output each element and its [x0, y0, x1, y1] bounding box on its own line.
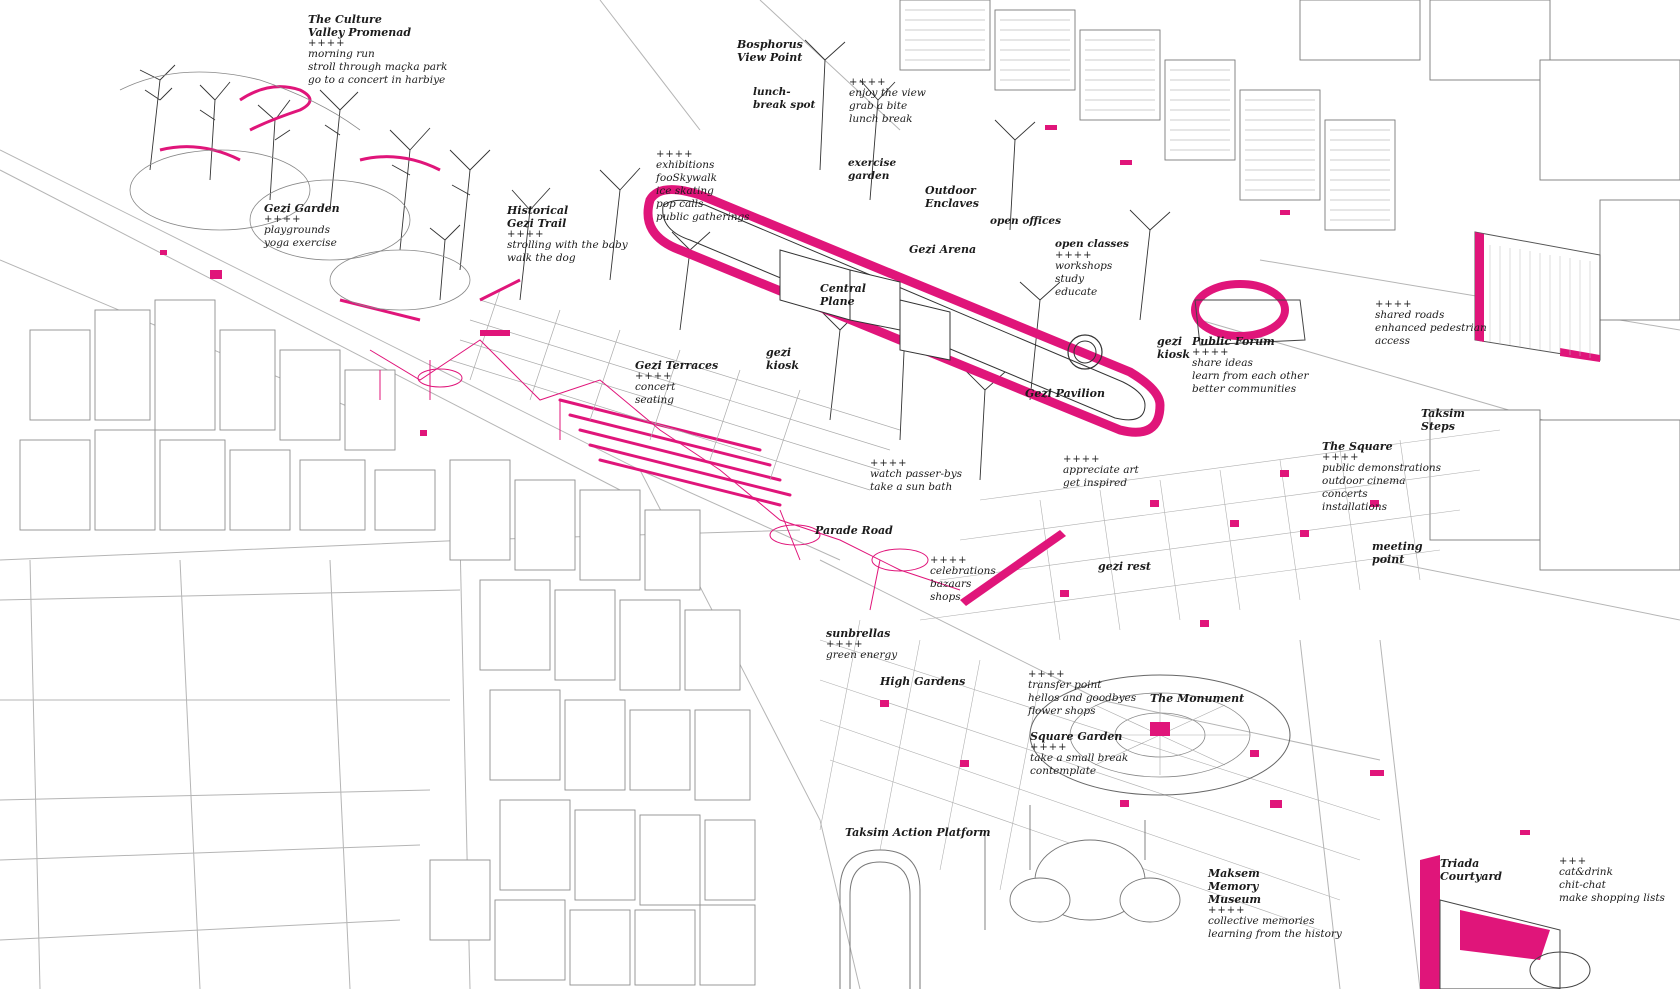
label-gezi-arena: Gezi Arena	[909, 243, 977, 256]
public-forum-ring	[1191, 280, 1306, 346]
label-parade-road: Parade Road	[815, 524, 893, 537]
garden-outlines	[119, 71, 471, 311]
sunbrellas-structures	[369, 339, 961, 611]
label-historical-trail: Historical Gezi Trail ++++ strolling wit…	[507, 204, 628, 264]
label-gezi-rest: gezi rest	[1098, 560, 1152, 573]
label-gezi-pavilion: Gezi Pavilion	[1025, 387, 1106, 400]
square-paving	[819, 429, 1501, 931]
label-cat-drink: +++ cat&drink chit-chat make shopping li…	[1559, 856, 1665, 905]
label-sunbrellas: sunbrellas ++++ green energy	[826, 627, 898, 661]
label-the-square: The Square ++++ public demonstrations ou…	[1322, 440, 1442, 513]
label-lunch-break: lunch- break spot	[753, 86, 816, 111]
building-windows	[905, 9, 1390, 221]
label-public-forum: Public Forum ++++ share ideas learn from…	[1192, 335, 1309, 395]
label-triada: Triada Courtyard	[1440, 857, 1502, 883]
label-enjoy-view: ++++ enjoy the view grab a bite lunch br…	[849, 77, 926, 126]
triada-courtyard	[1420, 855, 1591, 989]
monument-circle	[1029, 674, 1291, 796]
label-appreciate-art: ++++ appreciate art get inspired	[1063, 454, 1139, 490]
label-gezi-garden: Gezi Garden ++++ playgrounds yoga exerci…	[264, 202, 340, 249]
building-row-north	[899, 0, 1680, 571]
label-maksem: Maksem Memory Museum ++++ collective mem…	[1208, 867, 1342, 940]
skywalk-ring	[643, 185, 1165, 437]
label-shared-roads: ++++ shared roads enhanced pedestrian ac…	[1375, 299, 1487, 348]
label-square-garden: Square Garden ++++ take a small break co…	[1030, 730, 1129, 777]
square-accent-tiles	[160, 250, 1379, 808]
label-celebrations: ++++ celebrations bazaars shops	[930, 555, 996, 604]
label-gezi-kiosk-right: gezi kiosk	[1157, 335, 1190, 361]
label-open-classes: open classes ++++ workshops study educat…	[1055, 238, 1129, 298]
accent-details	[480, 125, 1530, 835]
gezi-garden-paths	[159, 85, 521, 322]
label-culture-valley: The Culture Valley Promenad ++++ morning…	[308, 13, 448, 86]
label-the-monument: The Monument	[1150, 692, 1245, 705]
label-gezi-terraces: Gezi Terraces ++++ concert seating	[635, 359, 719, 406]
label-meeting-point: meeting point	[1372, 540, 1423, 566]
magenta-facade-building	[1474, 231, 1601, 362]
label-open-offices: open offices	[990, 215, 1061, 227]
label-bosphorus: Bosphorus View Point	[737, 38, 803, 64]
label-taksim-steps: Taksim Steps	[1421, 407, 1465, 433]
label-exercise-garden: exercise garden	[848, 157, 897, 182]
label-outdoor-enclaves: Outdoor Enclaves	[925, 184, 979, 210]
mosque-domes	[984, 805, 1181, 930]
label-central-plane: Central Plane	[820, 282, 866, 308]
park-trees	[139, 39, 1171, 481]
label-exhibitions: ++++ exhibitions fooSkywalk ice skating …	[656, 149, 750, 224]
building-blocks-west	[19, 299, 756, 986]
label-action-platform: Taksim Action Platform	[845, 826, 991, 839]
label-watch-passers: ++++ watch passer-bys take a sun bath	[870, 458, 963, 494]
central-plane-boxes	[779, 249, 951, 361]
label-transfer-point: ++++ transfer point hellos and goodbyes …	[1028, 669, 1137, 718]
rail-track-bottom	[839, 849, 921, 989]
gezi-terraces	[558, 398, 792, 507]
label-high-gardens: High Gardens	[880, 675, 966, 688]
label-gezi-kiosk-center: gezi kiosk	[766, 346, 799, 372]
